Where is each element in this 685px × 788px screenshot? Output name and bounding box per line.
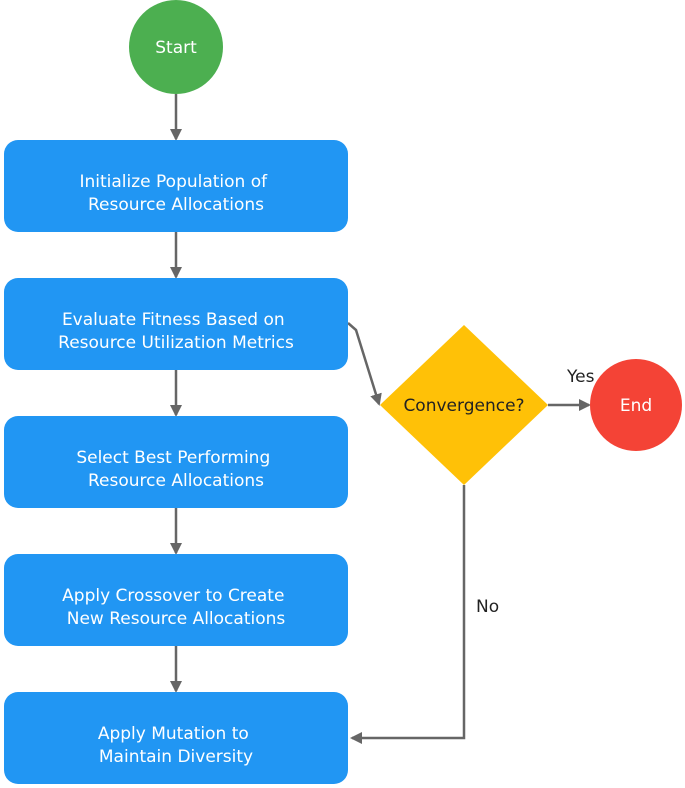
select-line-2: Resource Allocations	[88, 471, 264, 491]
init-line-2: Resource Allocations	[88, 195, 264, 215]
decision-diamond	[380, 325, 548, 485]
end-label: End	[620, 396, 652, 416]
select-box	[4, 416, 348, 508]
node-decision: Convergence?	[380, 325, 548, 485]
node-start: Start	[129, 0, 223, 94]
mutation-line-1: Apply Mutation to	[98, 724, 249, 744]
init-box	[4, 140, 348, 232]
svg-text:Select Best Performing R: Select Best Performing Resource Allocati…	[76, 448, 275, 491]
crossover-line-2: New Resource Allocations	[67, 609, 286, 629]
node-end: End	[590, 359, 682, 451]
edge-label-no: No	[476, 597, 499, 617]
mutation-box	[4, 692, 348, 784]
evaluate-line-2: Resource Utilization Metrics	[58, 333, 294, 353]
svg-text:Initialize Population of: Initialize Population of Resource Alloca…	[79, 172, 272, 215]
edge-label-yes: Yes	[566, 367, 595, 387]
select-line-1: Select Best Performing	[76, 448, 270, 468]
svg-text:Apply Crossover to Create: Apply Crossover to Create New Resource A…	[62, 586, 290, 629]
start-circle	[129, 0, 223, 94]
crossover-box	[4, 554, 348, 646]
end-circle	[590, 359, 682, 451]
evaluate-line-1: Evaluate Fitness Based on	[62, 310, 285, 330]
edges	[170, 94, 591, 744]
node-select: Select Best Performing Resource Allocati…	[4, 416, 348, 508]
node-mutation: Apply Mutation to Maintain Diversity	[4, 692, 348, 784]
decision-label: Convergence?	[403, 396, 524, 416]
node-evaluate: Evaluate Fitness Based on Resource Utili…	[4, 278, 348, 370]
init-line-1: Initialize Population of	[79, 172, 268, 192]
svg-text:Apply Mutation to Mainta: Apply Mutation to Maintain Diversity	[98, 724, 254, 767]
evaluate-box	[4, 278, 348, 370]
node-init: Initialize Population of Resource Alloca…	[4, 140, 348, 232]
mutation-line-2: Maintain Diversity	[99, 747, 253, 767]
edge-decision-no-to-mutation	[350, 485, 466, 744]
node-crossover: Apply Crossover to Create New Resource A…	[4, 554, 348, 646]
start-label: Start	[155, 38, 197, 58]
crossover-line-1: Apply Crossover to Create	[62, 586, 284, 606]
svg-text:Evaluate Fitness Based on: Evaluate Fitness Based on Resource Utili…	[58, 310, 294, 353]
edge-evaluate-to-decision	[347, 322, 382, 406]
